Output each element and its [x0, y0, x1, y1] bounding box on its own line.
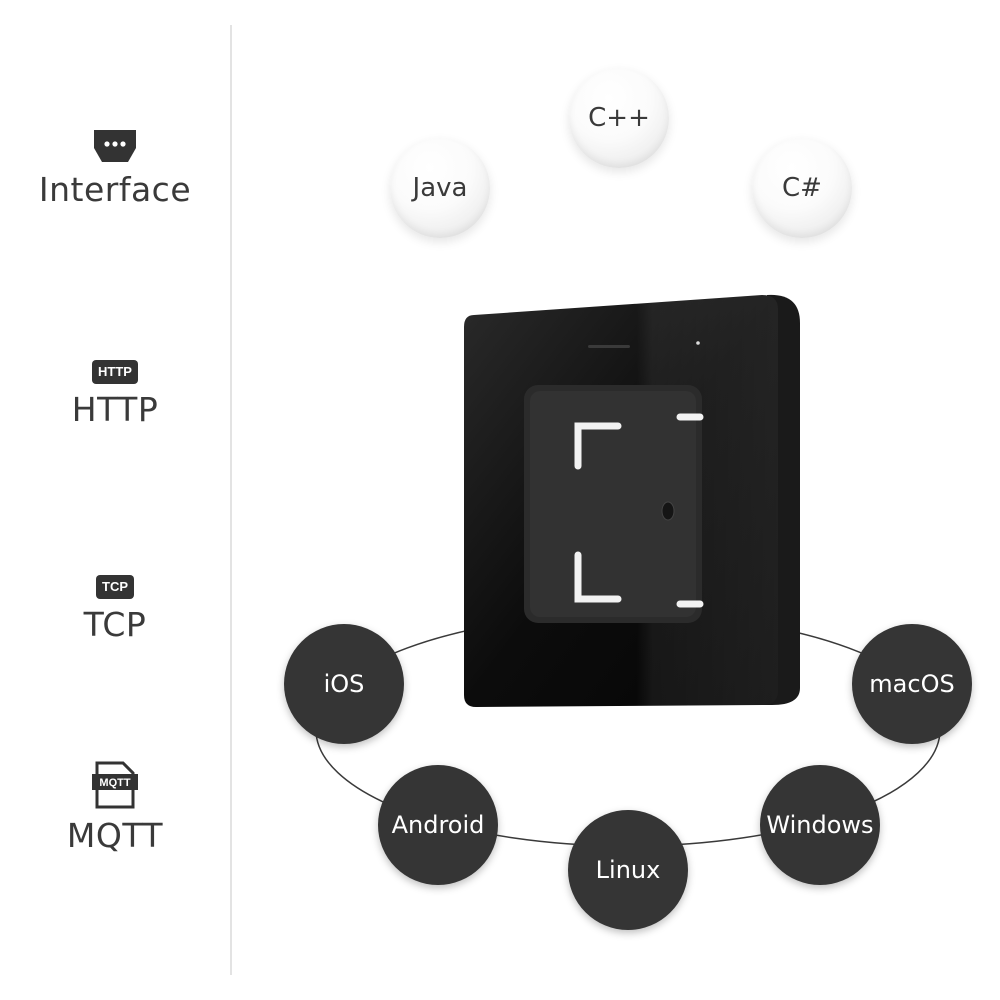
platform-circle-android: Android: [378, 765, 498, 885]
http-badge-icon: HTTP: [92, 360, 138, 384]
platform-circle-linux: Linux: [568, 810, 688, 930]
platform-circle-windows: Windows: [760, 765, 880, 885]
language-bubble-csharp: C#: [752, 138, 852, 238]
feature-interface: Interface: [0, 128, 230, 209]
feature-label: HTTP: [71, 390, 159, 429]
device-reader-image: [464, 294, 800, 707]
platform-circle-ios: iOS: [284, 624, 404, 744]
mqtt-document-icon: MQTT: [92, 761, 138, 809]
language-bubble-java: Java: [390, 138, 490, 238]
platform-circle-macos: macOS: [852, 624, 972, 744]
serial-port-icon: [94, 130, 136, 162]
feature-label: Interface: [38, 170, 192, 209]
feature-http: HTTP HTTP: [0, 360, 230, 429]
mqtt-icon-text: MQTT: [99, 777, 130, 789]
feature-label: MQTT: [66, 816, 164, 855]
tcp-badge-icon: TCP: [96, 575, 134, 599]
feature-tcp: TCP TCP: [0, 575, 230, 644]
feature-mqtt: MQTT MQTT: [0, 760, 230, 855]
language-bubble-cpp: C++: [569, 68, 669, 168]
feature-label: TCP: [83, 605, 147, 644]
vertical-divider: [230, 25, 232, 975]
